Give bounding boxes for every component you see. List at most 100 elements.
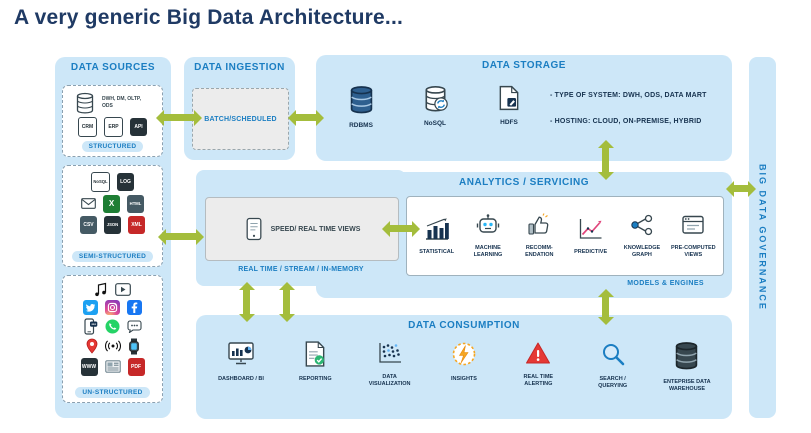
reporting-label: REPORTING [298, 376, 332, 382]
statistical-label: STATISTICAL [419, 248, 455, 255]
whatsapp-icon [105, 319, 120, 334]
storage-note-type-of-system: - TYPE OF SYSTEM: DWH, ODS, DATA MART [550, 92, 707, 99]
semi-structured-label: SEMI-STRUCTURED [71, 251, 154, 262]
icon-row: NoSQL LOG [91, 171, 134, 192]
nosql-file-icon: NoSQL [91, 171, 110, 192]
stats-icon [424, 217, 450, 246]
machine-learning-label: MACHINE LEARNING [473, 245, 503, 258]
big-data-governance-bar: BIG DATA GOVERNANCE [749, 57, 776, 418]
insight-icon [451, 341, 477, 372]
statistical-model: STATISTICAL [413, 217, 461, 256]
pdf-file-icon: PDF [127, 357, 145, 376]
knowledge-graph-label: KNOWLEDGE GRAPH [623, 245, 661, 258]
structured-label: STRUCTURED [81, 141, 144, 152]
alert-icon [525, 341, 551, 370]
machine-learning-model: MACHINE LEARNING [464, 213, 512, 258]
smartwatch-icon [128, 338, 140, 355]
dashboard-bi-label: DASHBOARD / BI [218, 376, 264, 382]
video-icon [115, 282, 131, 296]
real-time-alerting-label: REAL TIME ALERTING [523, 374, 554, 387]
diagram-title: A very generic Big Data Architecture... [14, 6, 404, 29]
insights-label: INSIGHTS [450, 376, 477, 382]
news-icon [104, 360, 121, 373]
pre-computed-views-model: PRE-COMPUTED VIEWS [669, 213, 717, 258]
arrow-ingestion-storage [288, 109, 324, 126]
source-database-caption: DWH, DM, OLTP, ODS [102, 96, 141, 109]
icon-row [86, 338, 140, 355]
recomm-endation-label: RECOMM- ENDATION [525, 245, 554, 258]
reporting-item: REPORTING [280, 341, 350, 393]
mobile-chat-icon [83, 317, 98, 335]
data-ingestion-header: DATA INGESTION [194, 62, 285, 73]
predictive-label: PREDICTIVE [574, 248, 608, 255]
speed-real-time-views-box: SPEED/ REAL TIME VIEWS [205, 197, 399, 261]
xml-file-icon: XML [128, 215, 145, 234]
storage-systems: RDBMS NoSQL HDFS [338, 85, 532, 129]
consumption-items: DASHBOARD / BI REPORTING DATA VISUALIZATIO… [206, 341, 722, 393]
big-data-governance-label: BIG DATA GOVERNANCE [757, 164, 768, 311]
models-engines-caption: MODELS & ENGINES [627, 280, 704, 287]
source-database-icon [75, 92, 95, 114]
insights-item: INSIGHTS [429, 341, 499, 393]
real-time-alerting-item: REAL TIME ALERTING [503, 341, 573, 393]
data-storage-header: DATA STORAGE [482, 60, 566, 71]
rdbms-label: RDBMS [349, 122, 373, 129]
batch-scheduled-label: BATCH/SCHEDULED [204, 115, 277, 123]
icon-row [83, 317, 142, 335]
tablet-icon [244, 217, 264, 241]
icon-row [83, 299, 142, 315]
report-icon [304, 341, 326, 372]
predictive-model: PREDICTIVE [567, 217, 615, 256]
nosql-label: NoSQL [423, 120, 447, 127]
speed-real-time-views-label: SPEED/ REAL TIME VIEWS [270, 225, 361, 233]
excel-file-icon: X [103, 194, 120, 213]
data-ingestion-panel: DATA INGESTION BATCH/SCHEDULED [184, 57, 295, 160]
arrow-storage-analytics [597, 140, 614, 180]
dashboard-bi-item: DASHBOARD / BI [206, 341, 276, 393]
predict-icon [578, 217, 604, 246]
enteprise-data-warehouse-label: ENTEPRISE DATA WAREHOUSE [663, 379, 711, 392]
models-engines-box: STATISTICAL MACHINE LEARNING RECOMM- ENDAT… [406, 196, 724, 276]
music-icon [94, 282, 108, 297]
thumb-icon [527, 213, 551, 242]
hdfs-label: HDFS [500, 119, 518, 126]
hdfs-system: HDFS [486, 85, 532, 129]
graph-icon [630, 213, 654, 242]
email-icon [81, 198, 96, 209]
arrow-realtime-consumption-2 [278, 282, 295, 322]
crm-icon: CRM [78, 116, 97, 137]
storage-note-hosting: - HOSTING: CLOUD, ON-PREMISE, HYBRID [550, 118, 702, 125]
recomm-endation-model: RECOMM- ENDATION [515, 213, 563, 258]
arrow-analytics-consumption [597, 289, 614, 325]
pre-computed-views-label: PRE-COMPUTED VIEWS [670, 245, 716, 258]
real-time-stream-caption: REAL TIME / STREAM / IN-MEMORY [238, 266, 364, 273]
analytics-servicing-header: ANALYTICS / SERVICING [459, 177, 589, 188]
batch-scheduled-box: BATCH/SCHEDULED [192, 88, 289, 150]
knowledge-graph-model: KNOWLEDGE GRAPH [618, 213, 666, 258]
real-time-panel: SPEED/ REAL TIME VIEWS REAL TIME / STREA… [196, 170, 406, 286]
data-visualization-item: DATA VISUALIZATION [355, 341, 425, 393]
search-querying-label: SEARCH / QUERYING [598, 376, 628, 389]
icon-row [94, 282, 131, 297]
twitter-icon [83, 299, 98, 315]
hdfs-icon [498, 85, 520, 116]
instagram-icon [105, 299, 120, 315]
arrow-analytics-governance [726, 180, 756, 197]
icon-row: DWH, DM, OLTP, ODS [75, 92, 150, 114]
robot-icon [476, 213, 500, 242]
data-visualization-label: DATA VISUALIZATION [368, 374, 411, 387]
broadcast-icon [104, 340, 121, 352]
scatter-icon [377, 341, 403, 370]
dashboard-icon [227, 341, 255, 372]
arrow-realtime-consumption-1 [238, 282, 255, 322]
log-file-icon: LOG [117, 172, 134, 191]
